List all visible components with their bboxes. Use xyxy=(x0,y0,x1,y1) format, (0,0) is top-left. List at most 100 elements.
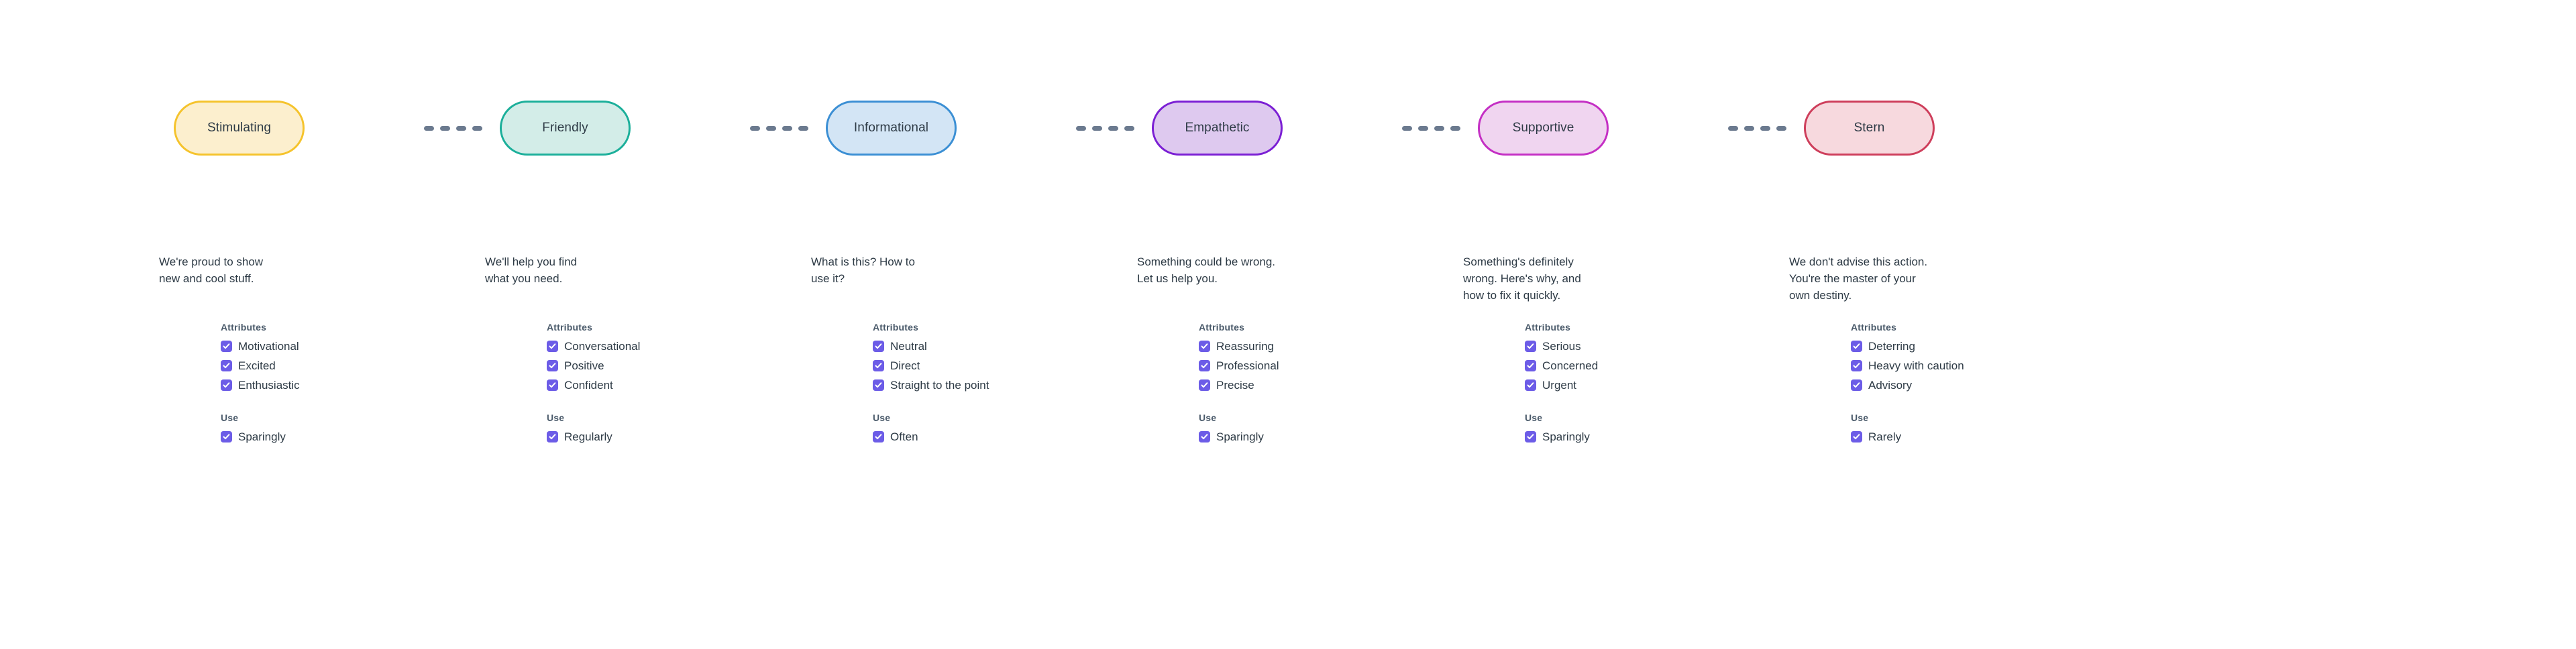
checkmark-icon[interactable] xyxy=(873,379,884,391)
checkmark-icon[interactable] xyxy=(873,341,884,352)
checkmark-icon[interactable] xyxy=(1199,431,1210,442)
checkmark-icon[interactable] xyxy=(1525,431,1536,442)
attribute-checkbox-row[interactable]: Serious xyxy=(1525,337,1769,356)
dashed-line-icon xyxy=(1725,101,1789,156)
attribute-checkbox-row[interactable]: Concerned xyxy=(1525,356,1769,375)
attribute-label: Precise xyxy=(1216,378,1254,392)
dashed-line-icon xyxy=(747,101,811,156)
use-checkbox-row[interactable]: Sparingly xyxy=(221,427,465,447)
dash-segment xyxy=(1776,125,1786,131)
attribute-label: Advisory xyxy=(1868,378,1913,392)
checkmark-icon[interactable] xyxy=(547,341,558,352)
use-label: Rarely xyxy=(1868,430,1902,443)
dash-segment xyxy=(1075,125,1086,131)
attribute-checkbox-row[interactable]: Reassuring xyxy=(1199,337,1443,356)
attribute-checkbox-row[interactable]: Conversational xyxy=(547,337,791,356)
dash-segment xyxy=(1417,125,1428,131)
use-label: Often xyxy=(890,430,918,443)
tone-column-friendly: We'll help you find what you need.Attrib… xyxy=(485,253,811,447)
checkmark-icon[interactable] xyxy=(1199,341,1210,352)
attribute-label: Positive xyxy=(564,359,604,372)
attribute-label: Excited xyxy=(238,359,276,372)
checkmark-icon[interactable] xyxy=(1199,360,1210,371)
dash-segment xyxy=(1743,125,1754,131)
attribute-label: Enthusiastic xyxy=(238,378,300,392)
checkmark-icon[interactable] xyxy=(547,379,558,391)
checkmark-icon[interactable] xyxy=(221,379,232,391)
tone-pill-supportive[interactable]: Supportive xyxy=(1478,101,1609,156)
checkmark-icon[interactable] xyxy=(1851,341,1862,352)
use-checkbox-row[interactable]: Regularly xyxy=(547,427,791,447)
attribute-checkbox-row[interactable]: Precise xyxy=(1199,375,1443,395)
use-checkbox-row[interactable]: Rarely xyxy=(1851,427,2095,447)
dash-segment xyxy=(455,125,466,131)
attribute-checkbox-row[interactable]: Heavy with caution xyxy=(1851,356,2095,375)
checkmark-icon[interactable] xyxy=(1525,341,1536,352)
attribute-checkbox-row[interactable]: Motivational xyxy=(221,337,465,356)
tone-pill-label: Stern xyxy=(1854,121,1885,135)
attribute-label: Reassuring xyxy=(1216,339,1274,353)
attributes-heading: Attributes xyxy=(1525,322,1571,333)
attribute-checkbox-row[interactable]: Advisory xyxy=(1851,375,2095,395)
tone-pill-label: Informational xyxy=(853,121,929,135)
checkmark-icon[interactable] xyxy=(1525,360,1536,371)
attribute-label: Heavy with caution xyxy=(1868,359,1964,372)
attribute-label: Concerned xyxy=(1542,359,1599,372)
tone-pill-friendly[interactable]: Friendly xyxy=(500,101,631,156)
checkmark-icon[interactable] xyxy=(1851,379,1862,391)
attribute-checkbox-row[interactable]: Urgent xyxy=(1525,375,1769,395)
checkmark-icon[interactable] xyxy=(221,431,232,442)
tone-column-stimulating: We're proud to show new and cool stuff.A… xyxy=(159,253,485,447)
checkmark-icon[interactable] xyxy=(1851,431,1862,442)
use-heading: Use xyxy=(547,412,565,423)
tone-pill-stern[interactable]: Stern xyxy=(1804,101,1935,156)
use-checkbox-row[interactable]: Sparingly xyxy=(1199,427,1443,447)
attribute-checkbox-row[interactable]: Professional xyxy=(1199,356,1443,375)
tone-pill-row: Stimulating Friendly Informational Empathet… xyxy=(159,101,2417,235)
tone-pill-label: Supportive xyxy=(1512,121,1574,135)
use-checkbox-row[interactable]: Often xyxy=(873,427,1117,447)
dash-segment xyxy=(1108,125,1118,131)
dashed-line-icon xyxy=(421,101,485,156)
attribute-label: Deterring xyxy=(1868,339,1915,353)
attribute-checkbox-row[interactable]: Direct xyxy=(873,356,1117,375)
checkmark-icon[interactable] xyxy=(221,360,232,371)
dash-segment xyxy=(439,125,450,131)
use-checkbox-row[interactable]: Sparingly xyxy=(1525,427,1769,447)
checkmark-icon[interactable] xyxy=(873,431,884,442)
tone-detail-columns: We're proud to show new and cool stuff.A… xyxy=(159,253,2417,447)
checkmark-icon[interactable] xyxy=(547,431,558,442)
dash-segment xyxy=(765,125,776,131)
tone-pill-stimulating[interactable]: Stimulating xyxy=(174,101,305,156)
tone-description: We'll help you find what you need. xyxy=(485,255,578,285)
attribute-checkbox-row[interactable]: Straight to the point xyxy=(873,375,1117,395)
dash-segment xyxy=(1091,125,1102,131)
checkmark-icon[interactable] xyxy=(221,341,232,352)
tone-node-informational: Informational xyxy=(811,101,1073,156)
checkmark-icon[interactable] xyxy=(1525,379,1536,391)
attribute-checkbox-row[interactable]: Confident xyxy=(547,375,791,395)
attribute-checkbox-row[interactable]: Positive xyxy=(547,356,791,375)
attribute-label: Motivational xyxy=(238,339,299,353)
tone-description: What is this? How to use it? xyxy=(811,255,915,285)
attribute-checkbox-row[interactable]: Deterring xyxy=(1851,337,2095,356)
use-heading: Use xyxy=(1199,412,1217,423)
attribute-checkbox-row[interactable]: Enthusiastic xyxy=(221,375,465,395)
attribute-checkbox-row[interactable]: Neutral xyxy=(873,337,1117,356)
attribute-checkbox-row[interactable]: Excited xyxy=(221,356,465,375)
tone-pill-informational[interactable]: Informational xyxy=(826,101,957,156)
tone-description: We don't advise this action. You're the … xyxy=(1789,255,1928,302)
checkmark-icon[interactable] xyxy=(547,360,558,371)
checkmark-icon[interactable] xyxy=(873,360,884,371)
tone-pill-empathetic[interactable]: Empathetic xyxy=(1152,101,1283,156)
dash-segment xyxy=(798,125,808,131)
use-label: Regularly xyxy=(564,430,612,443)
checkmark-icon[interactable] xyxy=(1199,379,1210,391)
checkmark-icon[interactable] xyxy=(1851,360,1862,371)
tone-node-stern: Stern xyxy=(1789,101,2051,156)
tone-node-empathetic: Empathetic xyxy=(1137,101,1399,156)
